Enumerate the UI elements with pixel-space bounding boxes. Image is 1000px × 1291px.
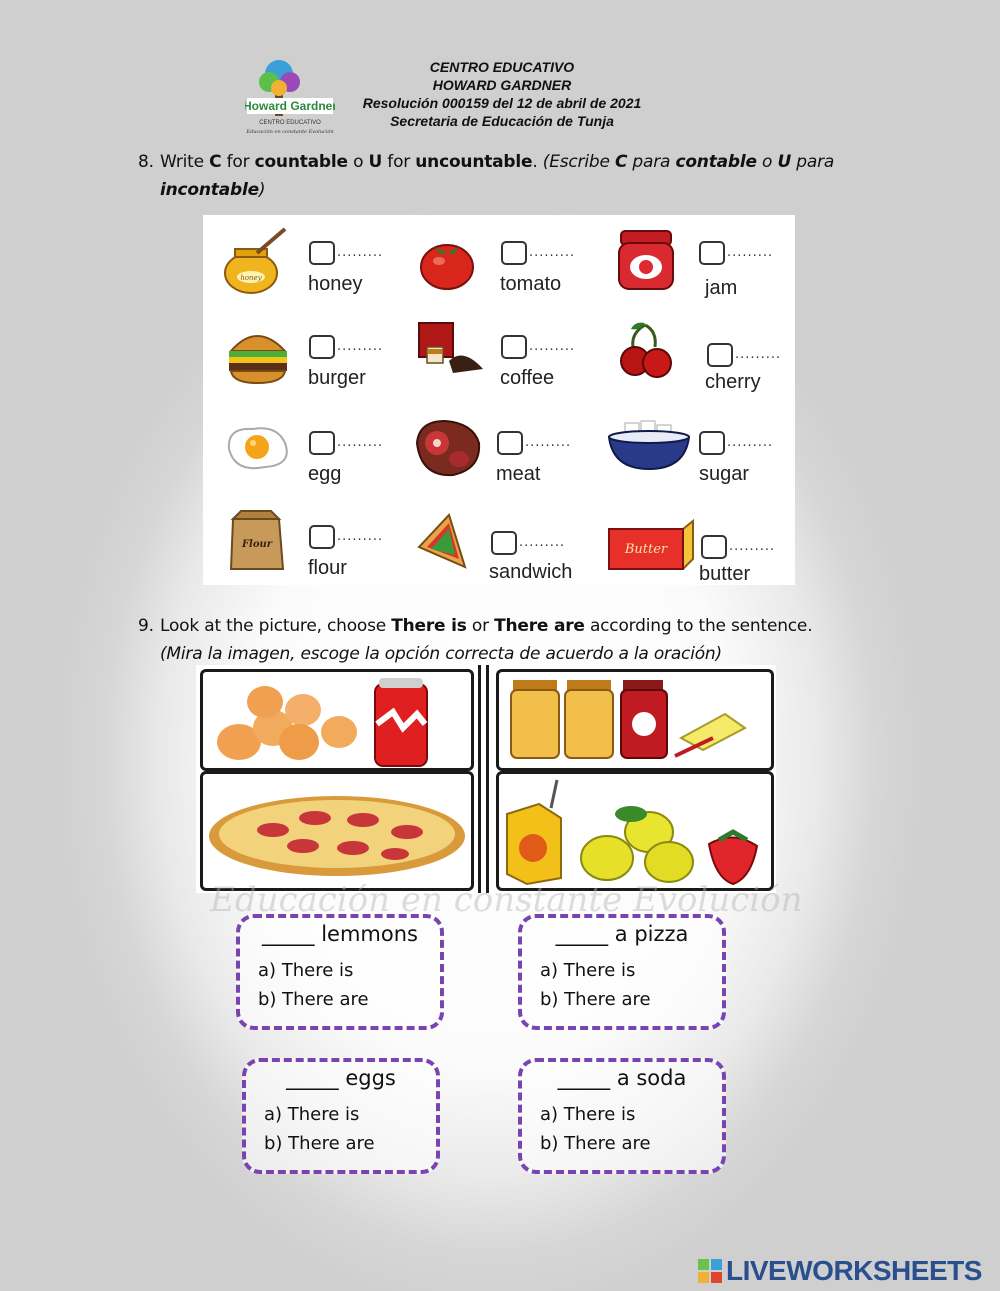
food-item-egg: ......... egg — [211, 409, 401, 501]
svg-text:Butter: Butter — [624, 542, 668, 557]
card-title: _____ eggs — [286, 1066, 396, 1090]
answer-box-honey[interactable] — [309, 241, 335, 265]
food-label: butter — [699, 563, 751, 585]
food-item-butter: Butter ......... butter — [595, 503, 785, 595]
option-b[interactable]: b) There are — [258, 989, 369, 1010]
eggs-and-soda-icon — [217, 678, 428, 767]
answer-box-butter[interactable] — [701, 535, 727, 559]
card-lemmons: _____ lemmons a) There is b) There are — [236, 914, 444, 1030]
card-title: _____ a soda — [557, 1066, 687, 1090]
picture-panel — [196, 665, 776, 893]
food-label: flour — [308, 557, 347, 579]
header-text: CENTRO EDUCATIVO HOWARD GARDNER Resoluci… — [337, 58, 667, 130]
food-item-meat: ......... meat — [399, 409, 589, 501]
answer-box-tomato[interactable] — [501, 241, 527, 265]
food-item-tomato: ......... tomato — [403, 219, 593, 311]
pizza-icon — [209, 796, 465, 876]
food-label: sugar — [699, 463, 750, 485]
jams-and-butter-icon — [510, 680, 747, 759]
header-line-4: Secretaria de Educación de Tunja — [390, 113, 614, 129]
panel-divider — [486, 665, 489, 893]
school-header: Howard Gardner CENTRO EDUCATIVO Educació… — [245, 52, 675, 142]
svg-text:CENTRO EDUCATIVO: CENTRO EDUCATIVO — [259, 120, 321, 126]
answer-box-coffee[interactable] — [501, 335, 527, 359]
card-eggs: _____ eggs a) There is b) There are — [242, 1058, 440, 1174]
food-item-coffee: ......... coffee — [403, 313, 593, 405]
food-grid: honey ......... honey ......... tomato .… — [203, 215, 795, 585]
svg-text:honey: honey — [240, 274, 262, 282]
food-label: meat — [496, 463, 541, 485]
card-title: _____ lemmons — [262, 922, 418, 946]
option-a[interactable]: a) There is — [540, 1104, 636, 1125]
svg-text:Educación en constante Evoluci: Educación en constante Evolución — [245, 128, 333, 135]
food-item-jam: ......... jam — [601, 219, 791, 311]
answer-box-cherry[interactable] — [707, 343, 733, 367]
card-title: _____ a pizza — [555, 922, 689, 946]
cell-jams-butter — [496, 669, 774, 771]
honey-pot-icon: honey — [224, 227, 287, 294]
cell-pizza — [200, 771, 474, 891]
food-label: egg — [308, 463, 342, 485]
answer-box-egg[interactable] — [309, 431, 335, 455]
answer-box-sandwich[interactable] — [491, 531, 517, 555]
answer-box-flour[interactable] — [309, 525, 335, 549]
cherry-icon — [620, 322, 672, 378]
liveworksheets-wordmark: LIVEWORKSHEETS — [726, 1255, 982, 1286]
svg-text:Flour: Flour — [241, 539, 273, 550]
food-label: cherry — [705, 371, 761, 393]
watermark: Educación en constante Evolución — [210, 880, 803, 920]
coffee-icon — [418, 322, 483, 373]
food-item-cherry: ......... cherry — [601, 313, 791, 405]
meat-icon — [415, 419, 481, 477]
option-b[interactable]: b) There are — [540, 989, 651, 1010]
food-label: sandwich — [489, 561, 573, 583]
tomato-icon — [420, 244, 474, 290]
food-item-honey: honey ......... honey — [211, 219, 401, 311]
svg-text:Howard Gardner: Howard Gardner — [245, 99, 335, 113]
flour-bag-icon: Flour — [229, 510, 285, 570]
answer-box-burger[interactable] — [309, 335, 335, 359]
food-item-flour: Flour ......... flour — [211, 503, 401, 595]
header-line-3: Resolución 000159 del 12 de abril de 202… — [362, 95, 642, 111]
food-label: jam — [705, 277, 738, 299]
food-item-sandwich: ......... sandwich — [403, 503, 593, 595]
option-b[interactable]: b) There are — [540, 1133, 651, 1154]
food-label: tomato — [500, 273, 562, 295]
sugar-bowl-icon — [607, 420, 691, 471]
food-item-burger: ......... burger — [211, 313, 401, 405]
egg-icon — [227, 427, 288, 470]
food-label: coffee — [500, 367, 555, 389]
answer-box-meat[interactable] — [497, 431, 523, 455]
panel-divider — [478, 665, 481, 893]
food-label: honey — [308, 273, 363, 295]
food-item-sugar: ......... sugar — [595, 409, 785, 501]
option-b[interactable]: b) There are — [264, 1133, 375, 1154]
option-a[interactable]: a) There is — [264, 1104, 360, 1125]
option-a[interactable]: a) There is — [258, 960, 354, 981]
answer-box-jam[interactable] — [699, 241, 725, 265]
header-line-2: HOWARD GARDNER — [432, 77, 572, 93]
food-label: burger — [308, 367, 366, 389]
school-logo: Howard Gardner CENTRO EDUCATIVO Educació… — [245, 60, 335, 135]
option-a[interactable]: a) There is — [540, 960, 636, 981]
card-soda: _____ a soda a) There is b) There are — [518, 1058, 726, 1174]
butter-icon: Butter — [608, 518, 694, 570]
burger-icon — [228, 335, 288, 385]
liveworksheets-icon — [698, 1259, 722, 1283]
cell-juice-lemons — [496, 771, 774, 891]
card-pizza: _____ a pizza a) There is b) There are — [518, 914, 726, 1030]
sandwich-icon — [417, 513, 467, 569]
answer-box-sugar[interactable] — [699, 431, 725, 455]
header-line-1: CENTRO EDUCATIVO — [429, 59, 575, 75]
question-9: 9.Look at the picture, choose There is o… — [138, 616, 813, 664]
cell-eggs-soda — [200, 669, 474, 771]
juice-lemons-strawberry-icon — [506, 779, 759, 886]
jam-jar-icon — [618, 230, 674, 290]
question-8: 8.Write C for countable o U for uncounta… — [138, 152, 835, 200]
